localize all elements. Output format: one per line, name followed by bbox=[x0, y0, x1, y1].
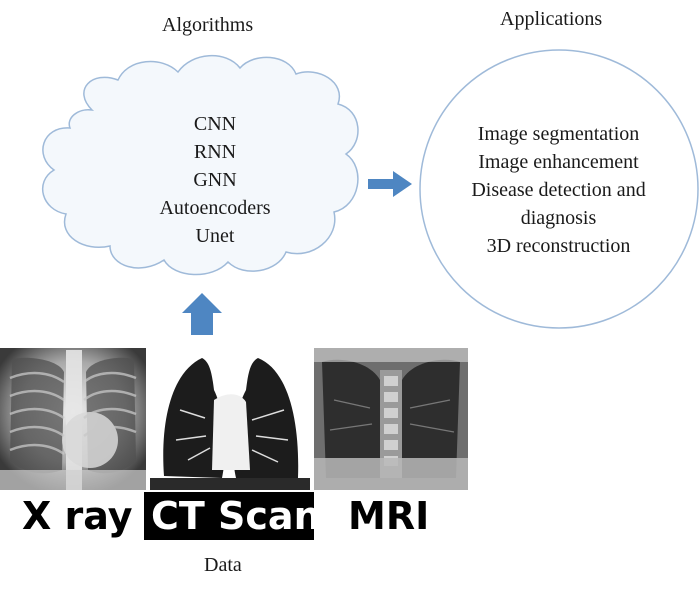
algorithm-item: CNN bbox=[193, 113, 237, 135]
ct-scan-image bbox=[150, 348, 310, 490]
up-arrow-icon bbox=[182, 293, 222, 335]
algorithms-cloud bbox=[42, 55, 359, 276]
algorithms-title: Algorithms bbox=[162, 14, 254, 36]
algorithms-list: CNN RNN GNN Autoencoders Unet bbox=[110, 110, 320, 250]
applications-title: Applications bbox=[500, 8, 603, 30]
applications-list: Image segmentation Image enhancement Dis… bbox=[436, 120, 681, 260]
algorithm-item: RNN bbox=[193, 141, 237, 163]
application-item: Image enhancement bbox=[478, 151, 639, 173]
application-item: Disease detection and bbox=[471, 179, 646, 201]
algorithm-item: Unet bbox=[195, 225, 235, 247]
algorithm-item: GNN bbox=[193, 169, 237, 191]
mri-image bbox=[314, 348, 468, 490]
mri-label: MRI bbox=[348, 494, 430, 538]
ct-scan-label: CT Scan bbox=[151, 494, 321, 538]
applications-circle bbox=[419, 49, 699, 329]
data-title: Data bbox=[204, 554, 242, 576]
application-item: Image segmentation bbox=[477, 123, 640, 145]
algorithm-item: Autoencoders bbox=[159, 197, 271, 219]
xray-label: X ray bbox=[22, 494, 133, 538]
right-arrow-icon bbox=[368, 171, 412, 197]
ct-label-background bbox=[144, 492, 314, 540]
application-item: 3D reconstruction bbox=[486, 235, 631, 257]
application-item: diagnosis bbox=[520, 207, 597, 229]
xray-image bbox=[0, 348, 146, 490]
